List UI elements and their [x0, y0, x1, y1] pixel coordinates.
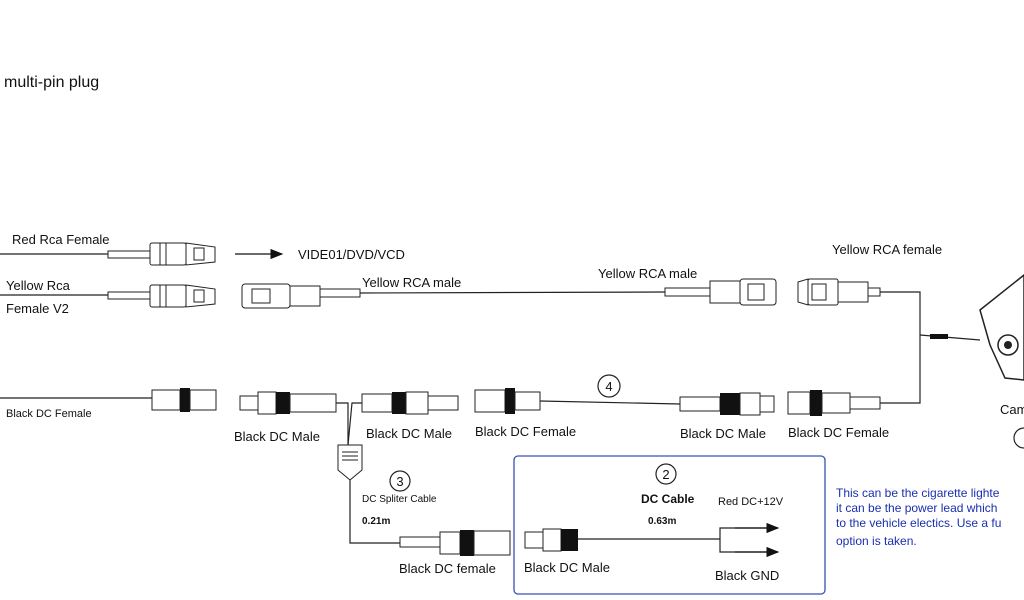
black-dc-male-bottom-label: Black DC Male [524, 560, 610, 575]
dc-cable-box [513, 455, 826, 595]
black-dc-male-2-label: Black DC Male [366, 426, 452, 441]
dc-cable-circle [655, 463, 677, 485]
black-dc-male-right-label: Black DC Male [680, 426, 766, 441]
note-line4: option is taken. [836, 534, 917, 548]
yellow-rca-label-line1: Yellow Rca [6, 278, 71, 293]
item4-number: 4 [605, 379, 612, 394]
black-dc-male-2-connector [361, 391, 459, 415]
black-dc-female-right-label: Black DC Female [788, 425, 889, 440]
black-dc-female-bottom-connector [399, 530, 511, 556]
item4-circle [597, 374, 621, 398]
note-line2: it can be the power lead which [836, 501, 997, 515]
dc-cable-length: 0.63m [648, 516, 676, 527]
red-dc-label: Red DC+12V [718, 496, 784, 508]
yellow-rca-female-right-label: Yellow RCA female [832, 242, 942, 257]
camera-wire [919, 334, 981, 341]
red-rca-female-label: Red Rca Female [12, 232, 110, 247]
partial-circle [1013, 427, 1024, 449]
yellow-rca-female-connector [107, 284, 216, 308]
black-gnd-label: Black GND [715, 568, 779, 583]
dc-splitter-body [337, 444, 363, 481]
splitter-length: 0.21m [362, 516, 390, 527]
splitter-number: 3 [396, 474, 403, 489]
black-dc-male-right-connector [679, 392, 775, 416]
black-dc-male-bottom-connector [524, 528, 578, 552]
yellow-rca-female-right-connector [797, 278, 881, 306]
yellow-rca-male-left-connector [241, 283, 361, 309]
video-target-label: VIDE01/DVD/VCD [298, 247, 405, 262]
yellow-rca-male-right-connector [664, 278, 777, 306]
labels: Red Rca Female VIDE01/DVD/VCD Yellow Rca… [6, 232, 1024, 583]
splitter-title: DC Spliter Cable [362, 494, 437, 505]
black-dc-female-left-connector [151, 388, 217, 412]
dc-cable-number: 2 [662, 467, 669, 482]
black-dc-female-mid-connector [474, 388, 541, 414]
red-rca-female-connector [107, 242, 216, 266]
dc-cable-title: DC Cable [641, 492, 695, 506]
note-line1: This can be the cigarette lighte [836, 486, 1000, 500]
yellow-rca-label-line2: Female V2 [6, 301, 69, 316]
cable-lines [0, 253, 921, 553]
black-dc-female-right-connector [787, 390, 881, 416]
black-dc-female-left-label: Black DC Female [6, 408, 92, 420]
splitter-circle [389, 470, 411, 492]
note-line3: to the vehicle electics. Use a fu [836, 516, 1001, 530]
yellow-rca-male-left-label: Yellow RCA male [362, 275, 461, 290]
yellow-rca-male-right-label: Yellow RCA male [598, 266, 697, 281]
black-dc-male-1-connector [239, 391, 337, 415]
black-dc-female-bottom-label: Black DC female [399, 561, 496, 576]
camera-body [930, 274, 1024, 381]
black-dc-female-mid-label: Black DC Female [475, 424, 576, 439]
black-dc-male-1-label: Black DC Male [234, 429, 320, 444]
connectors [107, 242, 1024, 556]
camera-label: Cam [1000, 402, 1024, 417]
header-text: multi-pin plug [4, 74, 99, 91]
power-note: This can be the cigarette lighte it can … [836, 486, 1001, 548]
